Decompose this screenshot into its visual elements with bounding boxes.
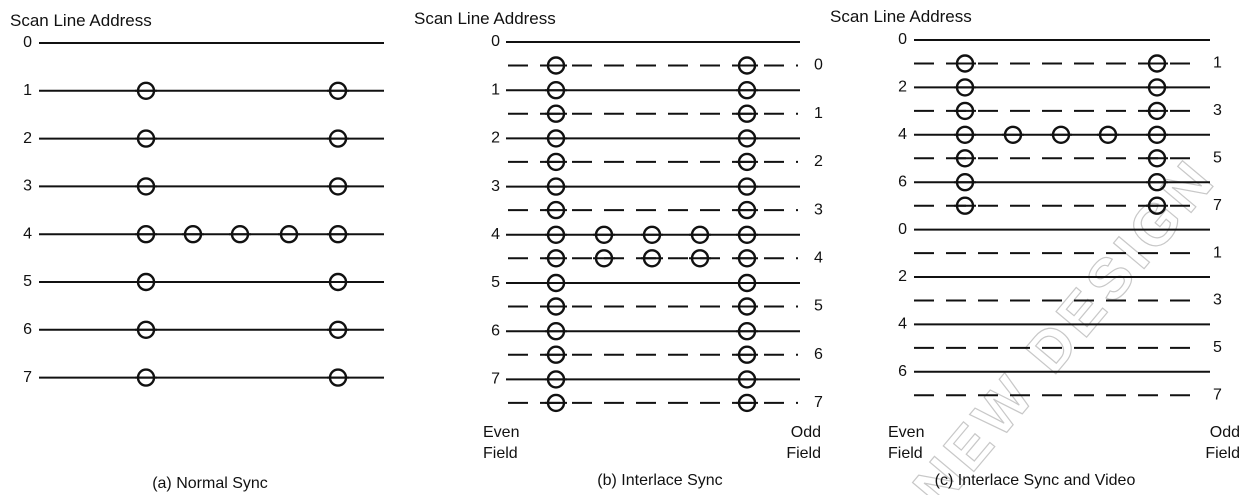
even-field-label: 3: [491, 178, 500, 195]
panel-b-title: Scan Line Address: [414, 9, 556, 28]
odd-field-label: 6: [814, 346, 823, 363]
odd-field-label: 1: [814, 105, 823, 122]
panel-c-even-field-line1: Even: [888, 424, 924, 441]
odd-field-label: 3: [1213, 102, 1222, 119]
even-field-label: 0: [898, 221, 907, 238]
scan-line-label: 0: [23, 34, 32, 51]
odd-field-label: 3: [814, 201, 823, 218]
odd-field-label: 7: [1213, 197, 1222, 214]
scan-line-label: 3: [23, 178, 32, 195]
panel-b-even-field-line2: Field: [483, 445, 518, 462]
panel-b-odd-field-line1: Odd: [791, 424, 821, 441]
odd-field-label: 7: [814, 394, 823, 411]
even-field-label: 4: [898, 126, 907, 143]
odd-field-label: 5: [814, 298, 823, 315]
panel-a-scan-lines: 0 1 2 3 4 5 6 7: [23, 34, 384, 387]
even-field-label: 6: [898, 173, 907, 190]
odd-field-label: 0: [814, 57, 823, 74]
even-field-label: 1: [491, 81, 500, 98]
odd-field-label: 1: [1213, 244, 1222, 261]
even-field-label: 4: [491, 226, 500, 243]
odd-field-label: 5: [1213, 339, 1222, 356]
odd-field-label: 1: [1213, 55, 1222, 72]
panel-c-caption: (c) Interlace Sync and Video: [935, 472, 1136, 489]
panel-a-caption: (a) Normal Sync: [152, 475, 268, 492]
panel-a-title: Scan Line Address: [10, 11, 152, 30]
even-field-label: 6: [898, 363, 907, 380]
panel-c-even-field-line2: Field: [888, 445, 923, 462]
scan-line-label: 7: [23, 369, 32, 386]
even-field-label: 0: [898, 31, 907, 48]
scan-line-label: 5: [23, 273, 32, 290]
panel-normal-sync: Scan Line Address 0 1 2 3 4 5 6 7 (a) Normal Sy…: [10, 11, 384, 492]
scan-line-label: 2: [23, 130, 32, 147]
even-field-label: 2: [898, 79, 907, 96]
even-field-label: 5: [491, 274, 500, 291]
odd-field-label: 4: [814, 250, 823, 267]
panel-c-odd-field-line1: Odd: [1210, 424, 1240, 441]
even-field-label: 6: [491, 322, 500, 339]
panel-b-odd-field-line2: Field: [786, 445, 821, 462]
odd-field-label: 3: [1213, 292, 1222, 309]
watermark: NEW DESIGN: [901, 145, 1230, 495]
odd-field-label: 5: [1213, 150, 1222, 167]
panel-c-scan-lines: 0 1 2 3 4 5 6 7 0 1 2 3 4 5 6 7: [898, 31, 1222, 403]
odd-field-label: 7: [1213, 387, 1222, 404]
odd-field-label: 2: [814, 153, 823, 170]
panel-c-title: Scan Line Address: [830, 7, 972, 26]
scan-line-label: 4: [23, 225, 32, 242]
panel-c-odd-field-line2: Field: [1205, 445, 1240, 462]
scan-line-label: 6: [23, 321, 32, 338]
scan-line-label: 1: [23, 82, 32, 99]
even-field-label: 7: [491, 371, 500, 388]
even-field-label: 0: [491, 33, 500, 50]
panel-b-even-field-line1: Even: [483, 424, 519, 441]
even-field-label: 2: [491, 130, 500, 147]
panel-b-caption: (b) Interlace Sync: [597, 472, 722, 489]
panel-b-scan-lines: 0 0 1 1 2 2 3 3 4 4 5 5 6 6 7 7: [491, 33, 823, 413]
even-field-label: 2: [898, 268, 907, 285]
even-field-label: 4: [898, 316, 907, 333]
